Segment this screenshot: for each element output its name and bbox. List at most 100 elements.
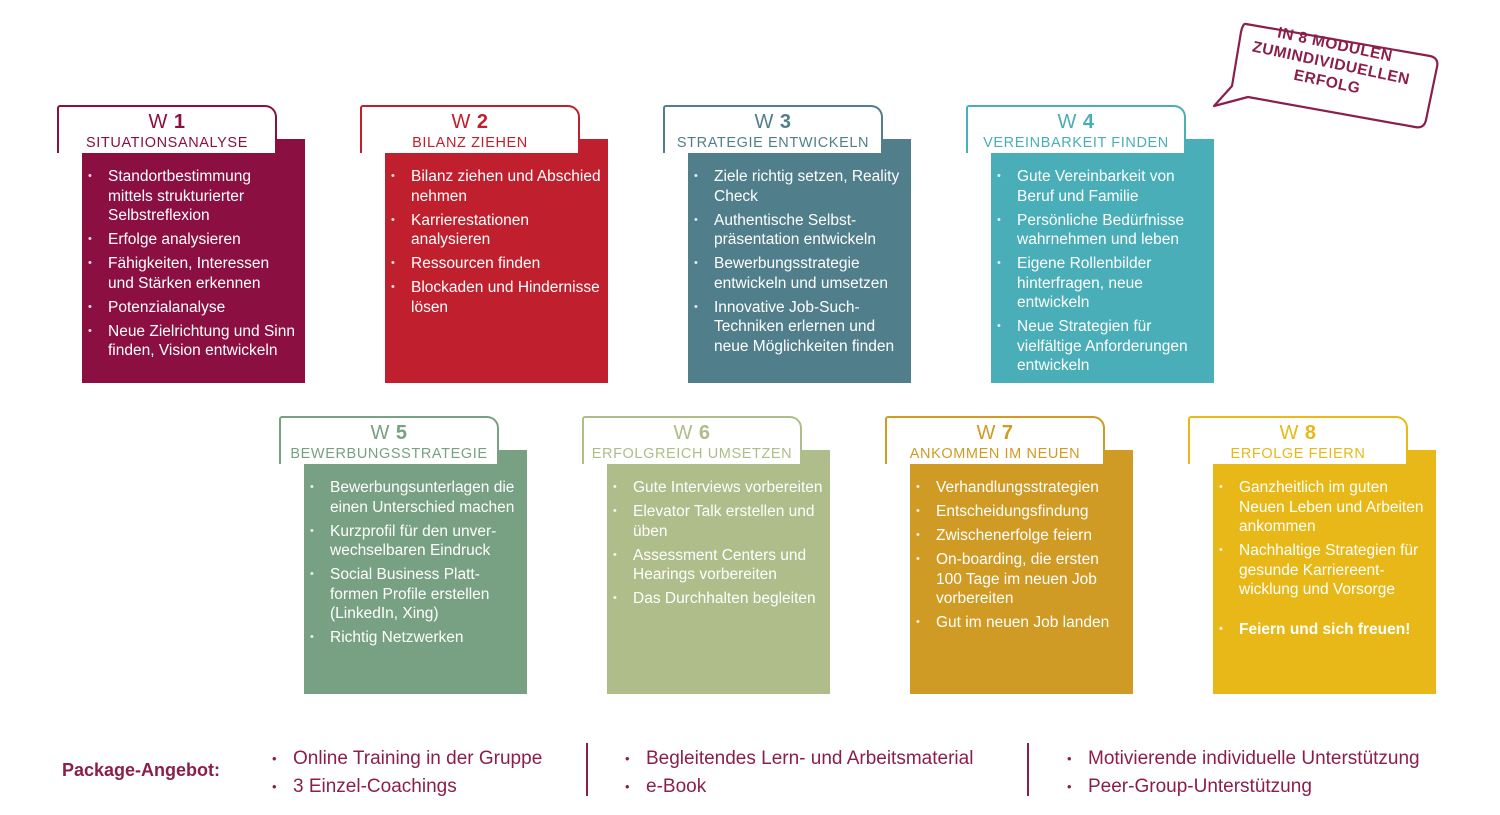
package-divider — [1027, 743, 1029, 796]
module-item: Gut im neuen Job landen — [916, 613, 1127, 633]
module-item: Erfolge analysieren — [88, 230, 299, 250]
module-w2: Bilanz ziehen und Abschied nehmen Karrie… — [360, 105, 608, 386]
module-body: Bilanz ziehen und Abschied nehmen Karrie… — [385, 139, 608, 383]
module-item: Ziele richtig setzen, Reality Check — [694, 167, 905, 206]
module-tab: W 2 BILANZ ZIEHEN — [360, 105, 580, 153]
module-number-value: 3 — [779, 111, 792, 133]
module-title: BEWERBUNGSSTRATEGIE — [290, 446, 488, 462]
module-body: Gute Vereinbarkeit von Beruf und Familie… — [991, 139, 1214, 383]
module-item: Entscheidungsfindung — [916, 502, 1127, 522]
speech-bubble — [1212, 22, 1439, 129]
module-prefix: W — [148, 111, 168, 133]
module-title: VEREINBARKEIT FINDEN — [983, 135, 1169, 151]
package-item: 3 Einzel-Coachings — [272, 773, 542, 801]
module-number: W 3 — [665, 111, 881, 133]
module-item: Fähigkeiten, Interessen und Stärken erke… — [88, 254, 299, 293]
module-item: Richtig Netzwerken — [310, 628, 521, 648]
module-item: Gute Vereinbarkeit von Beruf und Familie — [997, 167, 1208, 206]
module-item: Karrierestationen analysieren — [391, 211, 602, 250]
module-item: Zwischenerfolge feiern — [916, 526, 1127, 546]
module-item: Bewerbungsunterlagen die einen Unterschi… — [310, 478, 521, 517]
module-title: BILANZ ZIEHEN — [412, 135, 528, 151]
module-items: Ziele richtig setzen, Reality Check Auth… — [694, 167, 905, 356]
module-body: Gute Interviews vorbereiten Elevator Tal… — [607, 450, 830, 694]
module-items: Ganzheitlich im guten Neuen Leben und Ar… — [1219, 478, 1430, 639]
module-number: W 2 — [362, 111, 578, 133]
package-column-3: Motivierende individuelle Unterstützung … — [1067, 745, 1420, 801]
module-prefix: W — [1279, 422, 1299, 444]
package-title: Package-Angebot: — [62, 760, 221, 780]
module-w3: Ziele richtig setzen, Reality Check Auth… — [663, 105, 911, 386]
module-item: Persönliche Bedürfnisse wahrnehmen und l… — [997, 211, 1208, 250]
module-number: W 1 — [59, 111, 275, 133]
module-body: Bewerbungsunterlagen die einen Unterschi… — [304, 450, 527, 694]
package-item: Begleitendes Lern- und Arbeitsmaterial — [625, 745, 973, 773]
module-item: Eigene Rollenbilder hinterfragen, neue e… — [997, 254, 1208, 313]
module-body: Ganzheitlich im guten Neuen Leben und Ar… — [1213, 450, 1436, 694]
module-number-value: 8 — [1304, 422, 1317, 444]
module-prefix: W — [451, 111, 471, 133]
package-item: Online Training in der Gruppe — [272, 745, 542, 773]
module-prefix: W — [754, 111, 774, 133]
module-item: Bilanz ziehen und Abschied nehmen — [391, 167, 602, 206]
module-item: Blockaden und Hindernisse lösen — [391, 278, 602, 317]
module-item: Elevator Talk erstellen und üben — [613, 502, 824, 541]
module-prefix: W — [370, 422, 390, 444]
module-number-value: 7 — [1001, 422, 1014, 444]
module-number-value: 6 — [698, 422, 711, 444]
module-item: Innovative Job-Such-Techniken erlernen u… — [694, 298, 905, 357]
module-items: Verhandlungsstrategien Entscheidungsfind… — [916, 478, 1127, 633]
module-title: ERFOLGE FEIERN — [1230, 446, 1366, 462]
package-item: Motivierende individuelle Unterstützung — [1067, 745, 1420, 773]
module-w1: Standortbestimmung mittels strukturierte… — [57, 105, 305, 386]
module-tab: W 1 SITUATIONSANALYSE — [57, 105, 277, 153]
module-body: Ziele richtig setzen, Reality Check Auth… — [688, 139, 911, 383]
module-body: Verhandlungsstrategien Entscheidungsfind… — [910, 450, 1133, 694]
module-w8: Ganzheitlich im guten Neuen Leben und Ar… — [1188, 416, 1436, 697]
module-tab: W 6 ERFOLGREICH UMSETZEN — [582, 416, 802, 464]
module-item: Social Business Platt-formen Profile ers… — [310, 565, 521, 624]
module-item: Potenzialanalyse — [88, 298, 299, 318]
module-items: Gute Vereinbarkeit von Beruf und Familie… — [997, 167, 1208, 376]
module-items: Bewerbungsunterlagen die einen Unterschi… — [310, 478, 521, 648]
module-item-highlight: Feiern und sich freuen! — [1219, 620, 1430, 640]
module-number-value: 1 — [173, 111, 186, 133]
module-item: Bewerbungsstrategie entwickeln und umset… — [694, 254, 905, 293]
package-item: e-Book — [625, 773, 973, 801]
module-tab: W 4 VEREINBARKEIT FINDEN — [966, 105, 1186, 153]
module-w5: Bewerbungsunterlagen die einen Unterschi… — [279, 416, 527, 697]
module-w4: Gute Vereinbarkeit von Beruf und Familie… — [966, 105, 1214, 386]
module-number-value: 4 — [1082, 111, 1095, 133]
module-item: Neue Strategien für vielfältige Anforder… — [997, 317, 1208, 376]
module-tab: W 8 ERFOLGE FEIERN — [1188, 416, 1408, 464]
package-column-1: Online Training in der Gruppe 3 Einzel-C… — [272, 745, 542, 801]
module-body: Standortbestimmung mittels strukturierte… — [82, 139, 305, 383]
module-title: ERFOLGREICH UMSETZEN — [591, 446, 793, 462]
module-item: On-boarding, die ersten 100 Tage im neue… — [916, 550, 1127, 609]
module-number: W 6 — [584, 422, 800, 444]
module-tab: W 3 STRATEGIE ENTWICKELN — [663, 105, 883, 153]
module-number: W 7 — [887, 422, 1103, 444]
module-w7: Verhandlungsstrategien Entscheidungsfind… — [885, 416, 1133, 697]
module-number: W 8 — [1190, 422, 1406, 444]
module-prefix: W — [1057, 111, 1077, 133]
module-tab: W 5 BEWERBUNGSSTRATEGIE — [279, 416, 499, 464]
module-title: ANKOMMEN IM NEUEN — [909, 446, 1081, 462]
module-item: Neue Zielrichtung und Sinn finden, Visio… — [88, 322, 299, 361]
module-title: STRATEGIE ENTWICKELN — [676, 135, 870, 151]
module-tab: W 7 ANKOMMEN IM NEUEN — [885, 416, 1105, 464]
module-item: Ressourcen finden — [391, 254, 602, 274]
module-item: Verhandlungsstrategien — [916, 478, 1127, 498]
module-item: Assessment Centers und Hearings vorberei… — [613, 546, 824, 585]
module-items: Standortbestimmung mittels strukturierte… — [88, 167, 299, 361]
module-prefix: W — [673, 422, 693, 444]
module-w6: Gute Interviews vorbereiten Elevator Tal… — [582, 416, 830, 697]
module-item: Kurzprofil für den unver-wechselbaren Ei… — [310, 522, 521, 561]
module-item: Ganzheitlich im guten Neuen Leben und Ar… — [1219, 478, 1430, 537]
module-number: W 4 — [968, 111, 1184, 133]
package-item: Peer-Group-Unterstützung — [1067, 773, 1420, 801]
module-number-value: 5 — [395, 422, 408, 444]
module-prefix: W — [976, 422, 996, 444]
module-items: Gute Interviews vorbereiten Elevator Tal… — [613, 478, 824, 609]
module-number: W 5 — [281, 422, 497, 444]
